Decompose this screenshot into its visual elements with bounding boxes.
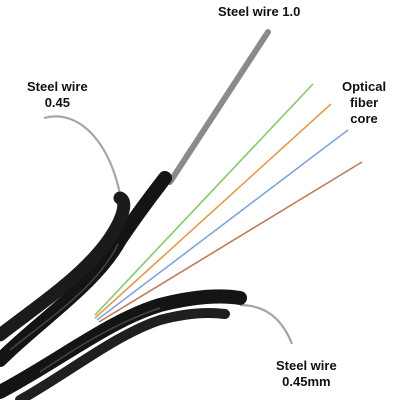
cable-jacket-main [0,171,172,367]
label-steel-wire-left: Steel wire 0.45 [27,79,88,111]
label-optical-fiber-line2: fiber [349,95,379,110]
fiber-blue [96,129,349,321]
cable-jacket-lower [0,289,247,399]
steel-wire-center [167,29,271,185]
cable-jacket-left [0,191,131,342]
fiber-green [94,83,314,316]
label-steel-wire-left-line2: 0.45 [44,95,70,110]
label-steel-wire-bottom-line1: Steel wire [276,358,337,373]
jacket-highlight-1 [9,243,119,351]
label-steel-wire-top-text: Steel wire 1.0 [218,4,301,19]
label-steel-wire-bottom-line2: 0.45mm [282,374,331,389]
fiber-orange [94,103,332,319]
jacket-highlight-2 [39,307,161,373]
label-optical-fiber-line1: Optical [342,79,387,94]
label-optical-fiber-line3: core [350,111,378,126]
label-steel-wire-bottom: Steel wire 0.45mm [276,358,337,390]
cable-jacket-lower-2 [15,307,230,400]
label-steel-wire-left-line1: Steel wire [27,79,88,94]
steel-wire-bottom [239,303,294,345]
fiber-brown [98,161,363,323]
label-steel-wire-top: Steel wire 1.0 [218,4,300,20]
steel-wire-left [43,115,123,201]
label-optical-fiber-core: Optical fiber core [342,79,386,127]
